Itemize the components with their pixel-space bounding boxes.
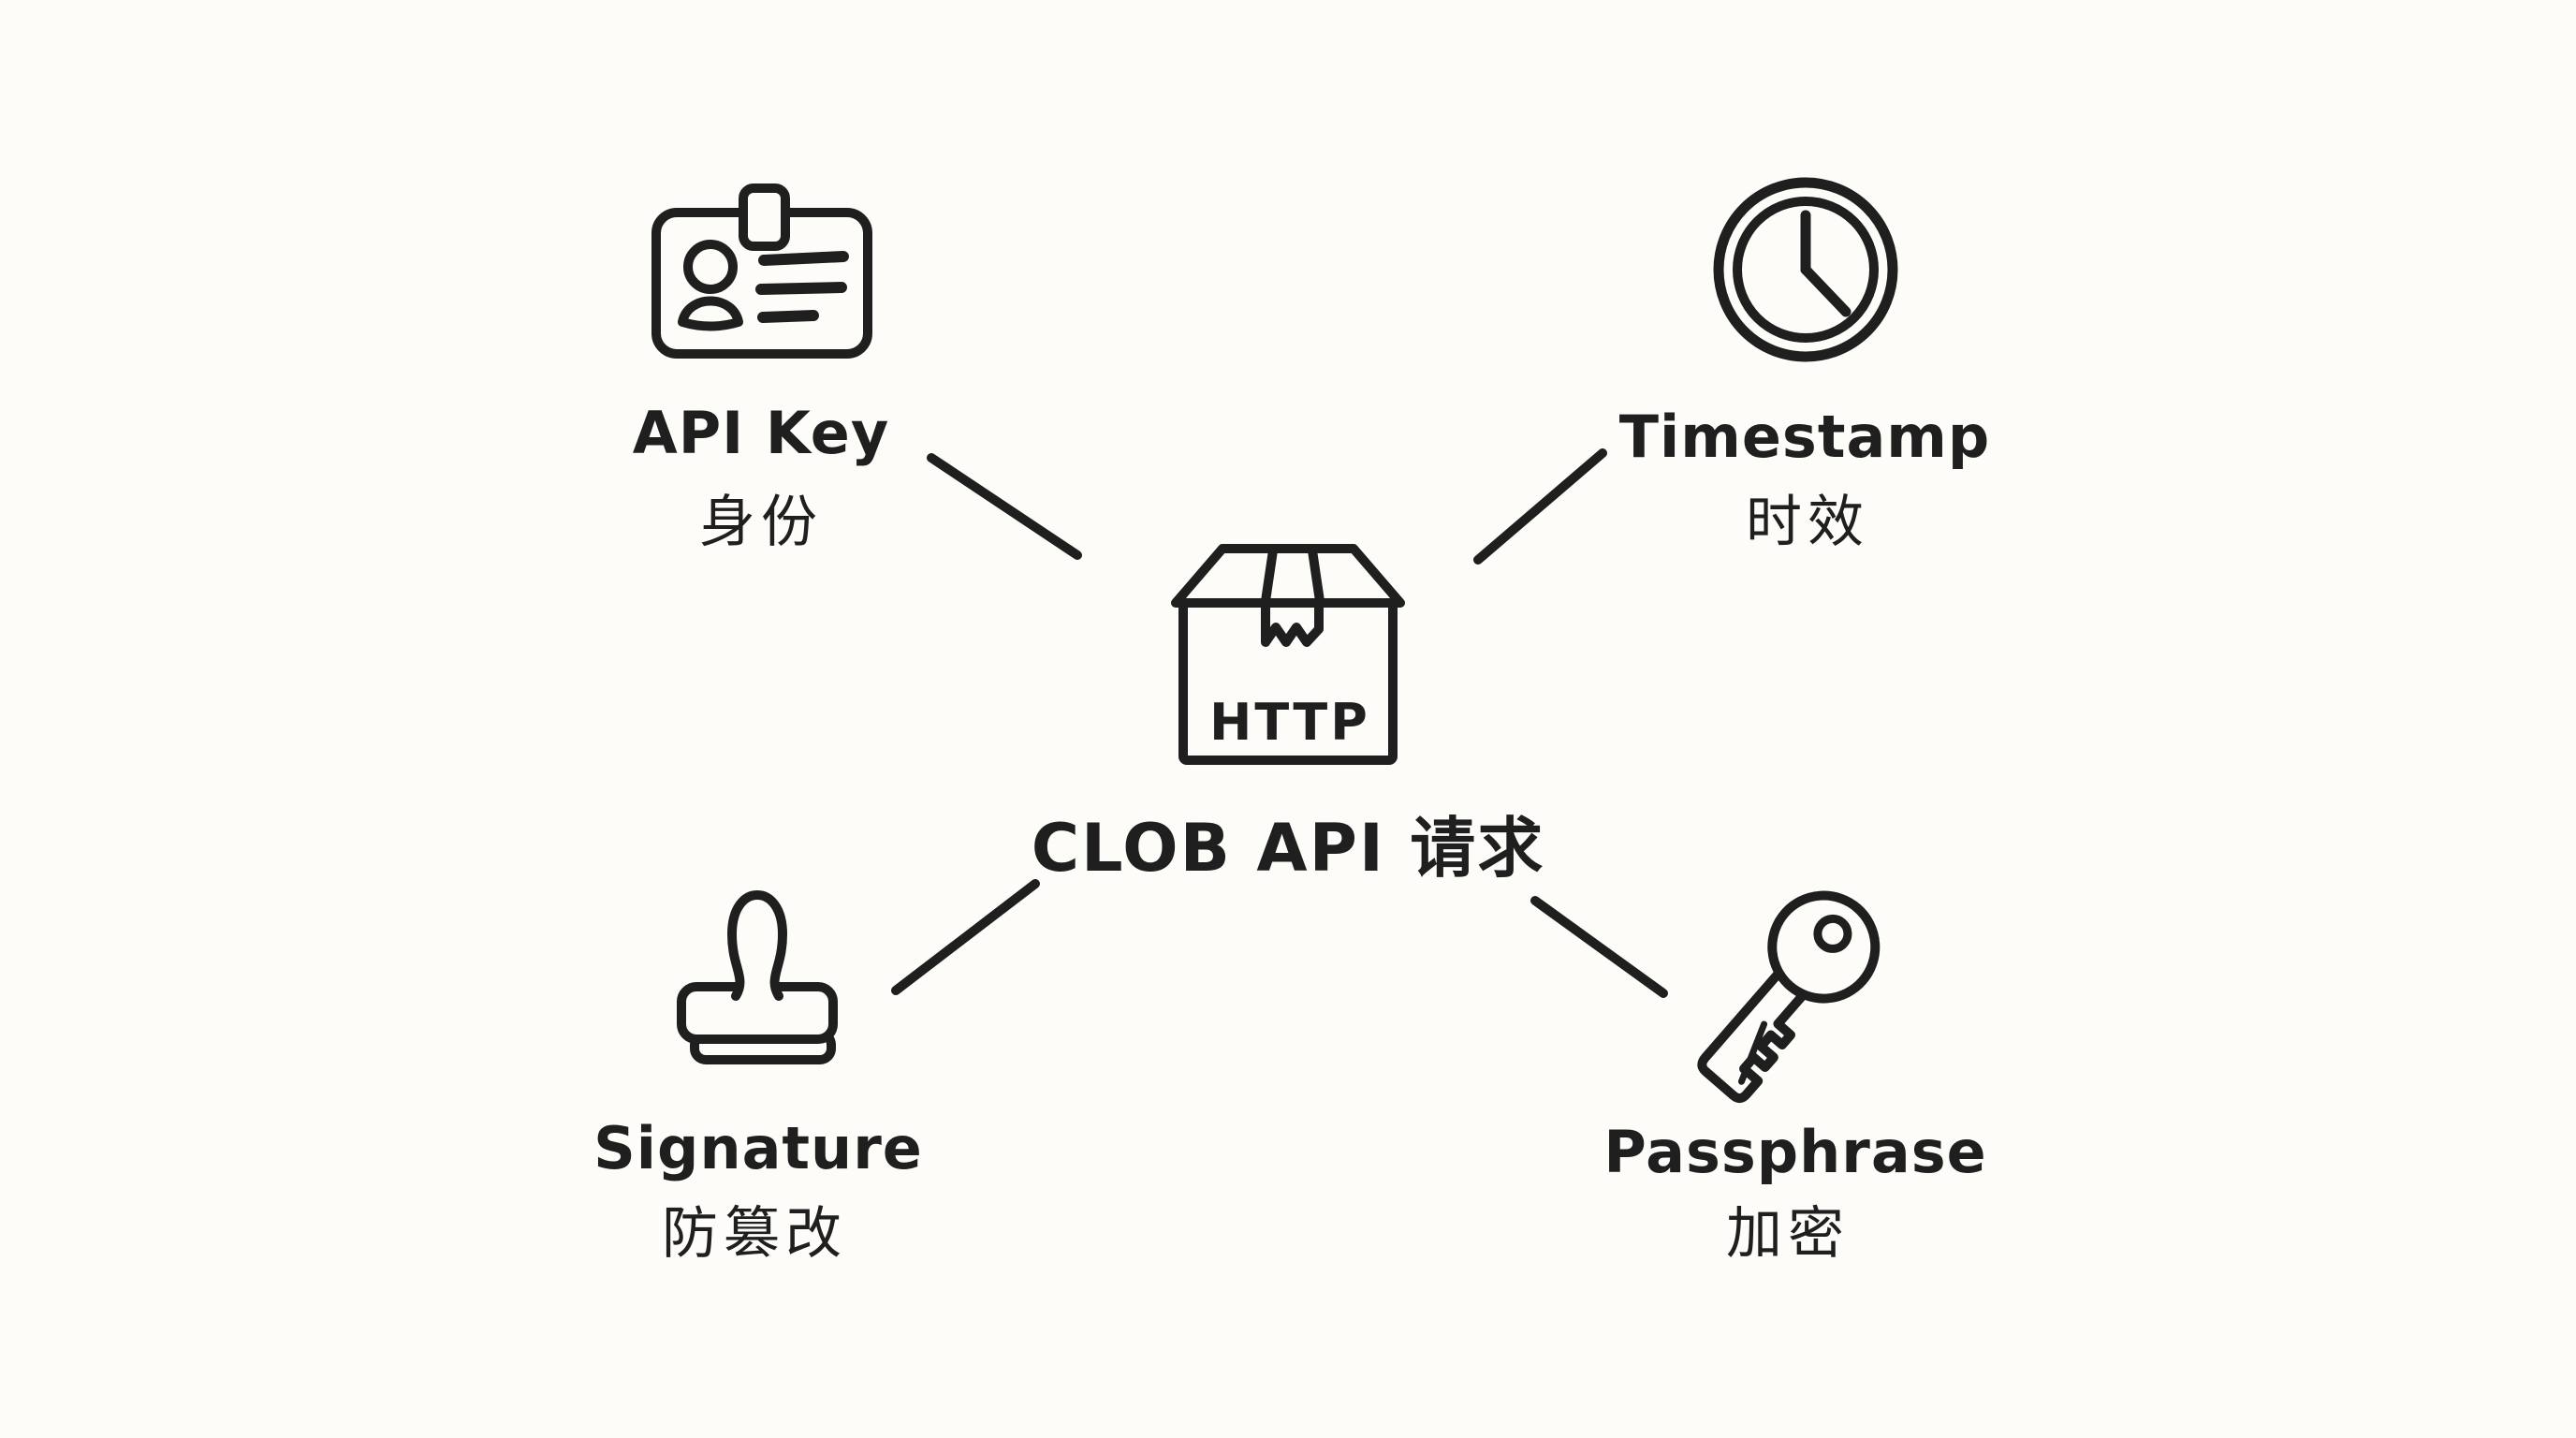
node-clob-api-request: HTTP [1170,541,1406,770]
clock-icon [1713,177,1898,362]
stamp-icon [677,890,838,1064]
id-card-icon [651,183,872,359]
passphrase-sublabel: 加密 [1726,1201,1850,1267]
timestamp-sublabel: 时效 [1746,490,1869,555]
node-signature [668,884,846,1071]
connector-timestamp-center [1473,448,1607,565]
timestamp-label: Timestamp [1618,403,1991,471]
node-timestamp [1709,173,1902,366]
passphrase-label: Passphrase [1603,1118,1987,1186]
signature-label: Signature [593,1114,923,1182]
connector-signature-center [891,879,1040,995]
key-icon [1697,890,1881,1104]
node-api-key [651,183,873,360]
api-key-label: API Key [632,399,890,467]
package-box-icon: HTTP [1171,544,1405,765]
api-key-sublabel: 身份 [699,490,823,555]
signature-sublabel: 防篡改 [662,1201,847,1267]
node-passphrase [1660,864,1912,1129]
connector-passphrase-center [1530,896,1668,998]
connector-api-key-center [927,453,1082,560]
http-box-label: HTTP [1209,693,1370,752]
center-label: CLOB API 请求 [1031,810,1545,887]
